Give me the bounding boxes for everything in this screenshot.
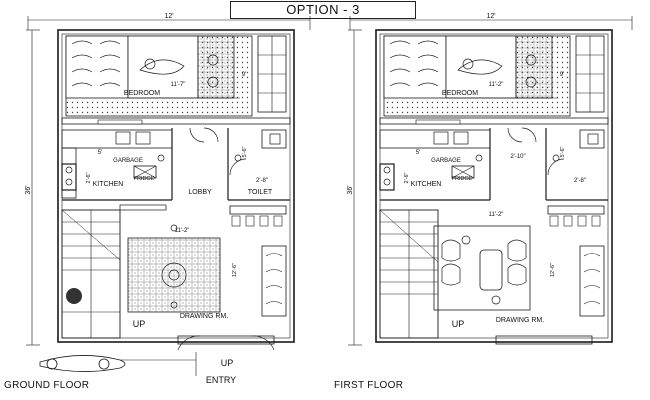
- gf-lobby-label: LOBBY: [188, 189, 212, 196]
- ff-dim-c: 2'-8": [574, 178, 586, 184]
- gf-bed-dim: 11'-7": [171, 82, 186, 88]
- gf-entry-up-label: UP: [221, 358, 234, 368]
- first-floor-labels: 12' 36' BEDROOM 11'-2" 9' GARBAGE FRIDGE…: [347, 13, 586, 329]
- ff-dim-a: 5': [416, 150, 420, 156]
- ground-floor-labels: 12' 36' BEDROOM 11'-7" 9' GARBAGE FRIDGE…: [25, 13, 273, 385]
- gf-height-dim: 36': [25, 185, 32, 194]
- gf-width-dim: 12': [164, 13, 173, 20]
- gf-up-label: UP: [133, 319, 146, 329]
- gf-kitchen-label: KITCHEN: [93, 181, 124, 188]
- ff-width-dim: 12': [486, 13, 495, 20]
- gf-entry-label: ENTRY: [206, 375, 236, 385]
- sheet-title: OPTION - 3: [230, 1, 416, 19]
- ff-bedroom-label: BEDROOM: [442, 90, 478, 97]
- gf-toilet-label: TOILET: [248, 189, 273, 196]
- gf-drawing-dim: 11'-2": [175, 228, 190, 234]
- gf-dim-f: 12'-6": [232, 263, 238, 277]
- ff-up-label: UP: [452, 319, 465, 329]
- ff-dim-f: 12'-6": [550, 263, 556, 277]
- ff-dim-b: 2'-6": [404, 172, 410, 183]
- gf-garbage-label: GARBAGE: [113, 158, 143, 164]
- ff-kitchen-label: KITCHEN: [411, 181, 442, 188]
- ff-bed-dim: 11'-2": [489, 82, 504, 88]
- ff-lobby-dim: 2'-10": [510, 154, 525, 160]
- ff-height-dim: 36': [347, 185, 354, 194]
- gf-dim-b: 2'-6": [86, 172, 92, 183]
- ff-dim-e: 5'-6": [560, 146, 566, 157]
- gf-dim-d: 9': [242, 72, 246, 78]
- ff-drawing-dim: 11'-2": [489, 212, 504, 218]
- ff-drawing-label: DRAWING RM.: [496, 317, 544, 324]
- ground-floor-title: GROUND FLOOR: [4, 380, 90, 391]
- gf-bedroom-label: BEDROOM: [124, 90, 160, 97]
- ground-floor-plan: [26, 16, 311, 376]
- first-floor-plan: [348, 16, 633, 346]
- gf-dim-e: 5'-6": [242, 146, 248, 157]
- gf-dim-a: 5': [98, 150, 102, 156]
- ff-fridge-label: FRIDGE: [452, 176, 473, 182]
- ff-dim-d: 9': [560, 72, 564, 78]
- gf-drawing-label: DRAWING RM.: [180, 313, 228, 320]
- gf-dim-c: 2'-8": [256, 178, 268, 184]
- ff-garbage-label: GARBAGE: [431, 158, 461, 164]
- first-floor-title: FIRST FLOOR: [334, 380, 404, 391]
- gf-fridge-label: FRIDGE: [134, 176, 155, 182]
